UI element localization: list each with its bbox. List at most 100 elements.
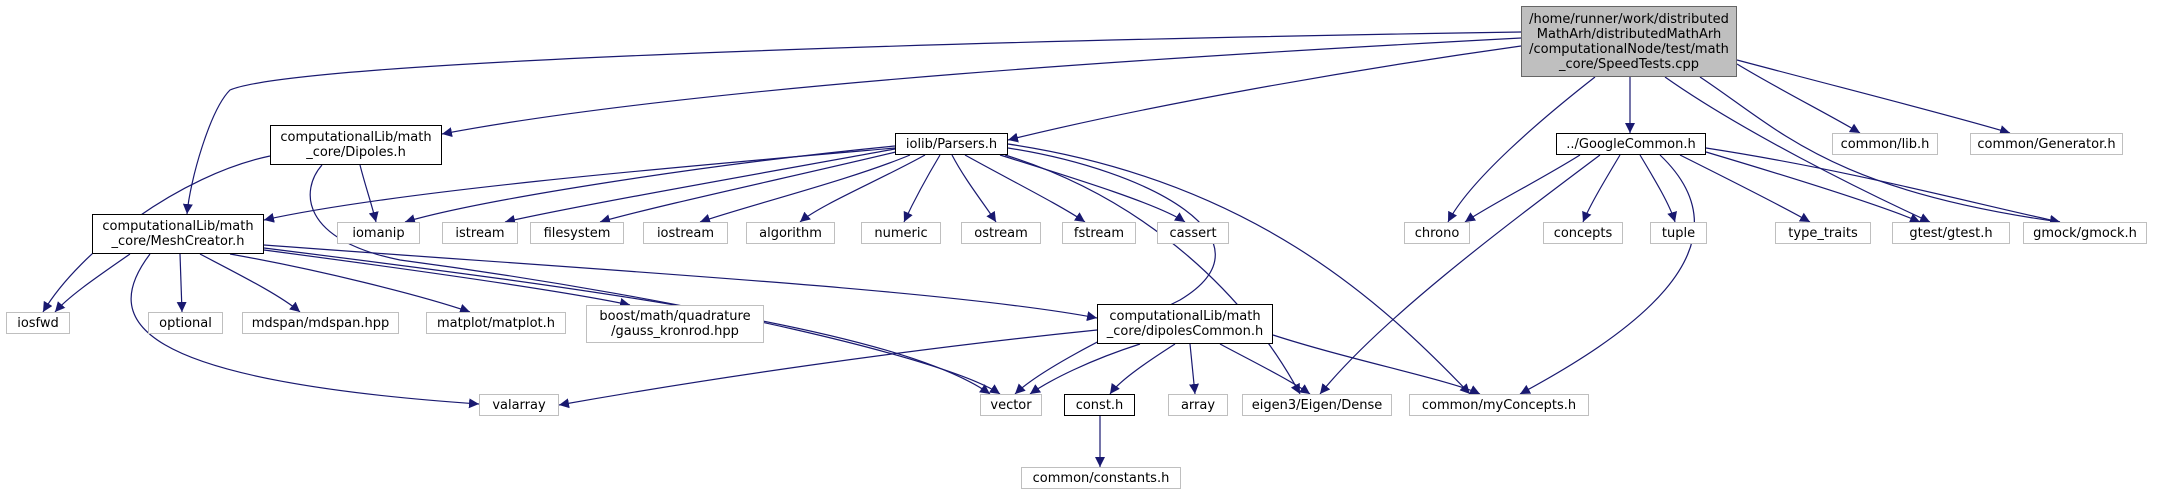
node-label-line: algorithm: [759, 225, 822, 241]
node-label-line: fstream: [1073, 225, 1125, 241]
edge-mesh-to-valarray: [130, 253, 480, 409]
edge-dipcommon-to-consth: [1109, 343, 1176, 395]
edge-mesh-to-boost: [263, 249, 631, 308]
node-label-line: ../GoogleCommon.h: [1566, 136, 1696, 152]
node-parsers-h[interactable]: iolib/Parsers.h: [895, 133, 1008, 155]
node-numeric[interactable]: numeric: [861, 222, 941, 244]
node-label-line: common/Generator.h: [1977, 136, 2116, 152]
node-label-line: chrono: [1414, 225, 1460, 241]
edge-root-to-gtest: [1664, 76, 1931, 223]
node-array[interactable]: array: [1168, 394, 1228, 416]
node-label-line: _core/dipolesCommon.h: [1106, 324, 1264, 339]
edge-google-to-typetraits: [1679, 154, 1811, 223]
edge-dipoles-to-iomanip: [359, 164, 379, 223]
node-common-generator-h[interactable]: common/Generator.h: [1970, 133, 2123, 155]
node-algorithm[interactable]: algorithm: [746, 222, 835, 244]
node-label-line: _core/SpeedTests.cpp: [1559, 56, 1699, 72]
node-matplot-h[interactable]: matplot/matplot.h: [426, 312, 566, 334]
node-label-line: MathArh/distributedMathArh: [1536, 26, 1722, 42]
node-dipolescommon-h[interactable]: computationalLib/math_core/dipolesCommon…: [1097, 304, 1273, 344]
node-eigen-dense[interactable]: eigen3/Eigen/Dense: [1242, 394, 1392, 416]
node-myconcepts-h[interactable]: common/myConcepts.h: [1409, 394, 1589, 416]
edge-mesh-to-iosfwd: [54, 253, 131, 313]
edge-parsers-to-ostream: [951, 154, 997, 223]
edge-dipcommon-to-array: [1189, 343, 1199, 395]
edge-root-to-chrono: [1447, 76, 1596, 223]
node-label-line: computationalLib/math: [102, 219, 254, 234]
node-label-line: /computationalNode/test/math: [1529, 41, 1729, 57]
edge-parsers-to-vector: [1007, 147, 1216, 395]
node-label-line: iomanip: [352, 225, 405, 241]
node-cassert[interactable]: cassert: [1157, 222, 1229, 244]
node-label-line: /gauss_kronrod.hpp: [611, 324, 739, 339]
node-label-line: vector: [990, 397, 1032, 413]
node-label-line: filesystem: [543, 225, 611, 241]
node-label-line: iolib/Parsers.h: [905, 136, 998, 152]
node-type-traits[interactable]: type_traits: [1775, 222, 1871, 244]
node-ostream[interactable]: ostream: [961, 222, 1041, 244]
node-common-constants-h[interactable]: common/constants.h: [1021, 467, 1181, 489]
node-label-line: common/constants.h: [1032, 470, 1170, 486]
edge-dipoles-to-vector: [309, 164, 1001, 395]
node-googlecommon-h[interactable]: ../GoogleCommon.h: [1556, 133, 1706, 155]
node-label-line: gmock/gmock.h: [2033, 225, 2137, 241]
edge-google-to-myconcepts: [1519, 154, 1695, 395]
node-dipoles-h[interactable]: computationalLib/math_core/Dipoles.h: [270, 125, 442, 165]
node-gtest-h[interactable]: gtest/gtest.h: [1892, 222, 2010, 244]
node-label-line: common/lib.h: [1840, 136, 1930, 152]
node-optional[interactable]: optional: [148, 312, 223, 334]
edge-root-to-commonlib: [1736, 63, 1861, 134]
edge-dipcommon-to-myconcepts: [1272, 334, 1481, 395]
edge-parsers-to-cassert: [999, 154, 1186, 223]
node-iomanip[interactable]: iomanip: [337, 222, 420, 244]
node-label-line: numeric: [874, 225, 928, 241]
edge-dipcommon-to-valarray: [558, 329, 1098, 409]
edge-google-to-chrono: [1464, 154, 1581, 223]
edge-parsers-to-myconcepts: [1007, 143, 1471, 395]
edge-parsers-to-algorithm: [799, 154, 926, 223]
node-iosfwd[interactable]: iosfwd: [6, 312, 70, 334]
node-label-line: matplot/matplot.h: [436, 315, 556, 331]
edge-google-to-concepts: [1582, 154, 1621, 223]
node-valarray[interactable]: valarray: [479, 394, 559, 416]
edge-parsers-to-eigen: [1004, 154, 1301, 395]
node-const-h[interactable]: const.h: [1064, 394, 1135, 416]
node-vector[interactable]: vector: [980, 394, 1042, 416]
node-fstream[interactable]: fstream: [1062, 222, 1136, 244]
node-istream[interactable]: istream: [442, 222, 518, 244]
node-label-line: tuple: [1661, 225, 1696, 241]
node-label-line: boost/math/quadrature: [599, 309, 751, 324]
edge-root-to-dipoles: [441, 37, 1522, 138]
edge-mesh-to-dipcommon: [263, 244, 1098, 322]
node-label-line: mdspan/mdspan.hpp: [251, 315, 390, 331]
edge-dipcommon-to-eigen: [1219, 343, 1311, 395]
node-common-lib-h[interactable]: common/lib.h: [1832, 133, 1938, 155]
node-label-line: concepts: [1553, 225, 1613, 241]
node-tuple[interactable]: tuple: [1650, 222, 1707, 244]
node-label-line: ostream: [974, 225, 1028, 241]
node-filesystem[interactable]: filesystem: [530, 222, 624, 244]
node-chrono[interactable]: chrono: [1404, 222, 1470, 244]
edge-parsers-to-fstream: [964, 154, 1086, 223]
node-label-line: iostream: [656, 225, 715, 241]
node-label-line: type_traits: [1788, 225, 1858, 241]
edge-google-to-gtest: [1705, 151, 1921, 223]
edge-root-to-mesh: [182, 31, 1522, 215]
node-label-line: computationalLib/math: [1109, 309, 1261, 324]
node-label-line: const.h: [1075, 397, 1124, 413]
node-label-line: _core/MeshCreator.h: [111, 234, 245, 249]
edge-mesh-to-optional: [176, 253, 187, 313]
node-label-line: gtest/gtest.h: [1909, 225, 1993, 241]
node-iostream[interactable]: iostream: [643, 222, 728, 244]
edge-mesh-to-mdspan: [199, 253, 301, 313]
node-boost-gauss-kronrod[interactable]: boost/math/quadrature/gauss_kronrod.hpp: [586, 305, 764, 343]
node-label-line: optional: [159, 315, 212, 331]
node-gmock-h[interactable]: gmock/gmock.h: [2023, 222, 2147, 244]
node-label-line: iosfwd: [17, 315, 59, 331]
node-meshcreator-h[interactable]: computationalLib/math_core/MeshCreator.h: [92, 214, 264, 254]
node-concepts[interactable]: concepts: [1543, 222, 1623, 244]
edge-parsers-to-iomanip: [404, 145, 896, 224]
node-mdspan-hpp[interactable]: mdspan/mdspan.hpp: [242, 312, 399, 334]
